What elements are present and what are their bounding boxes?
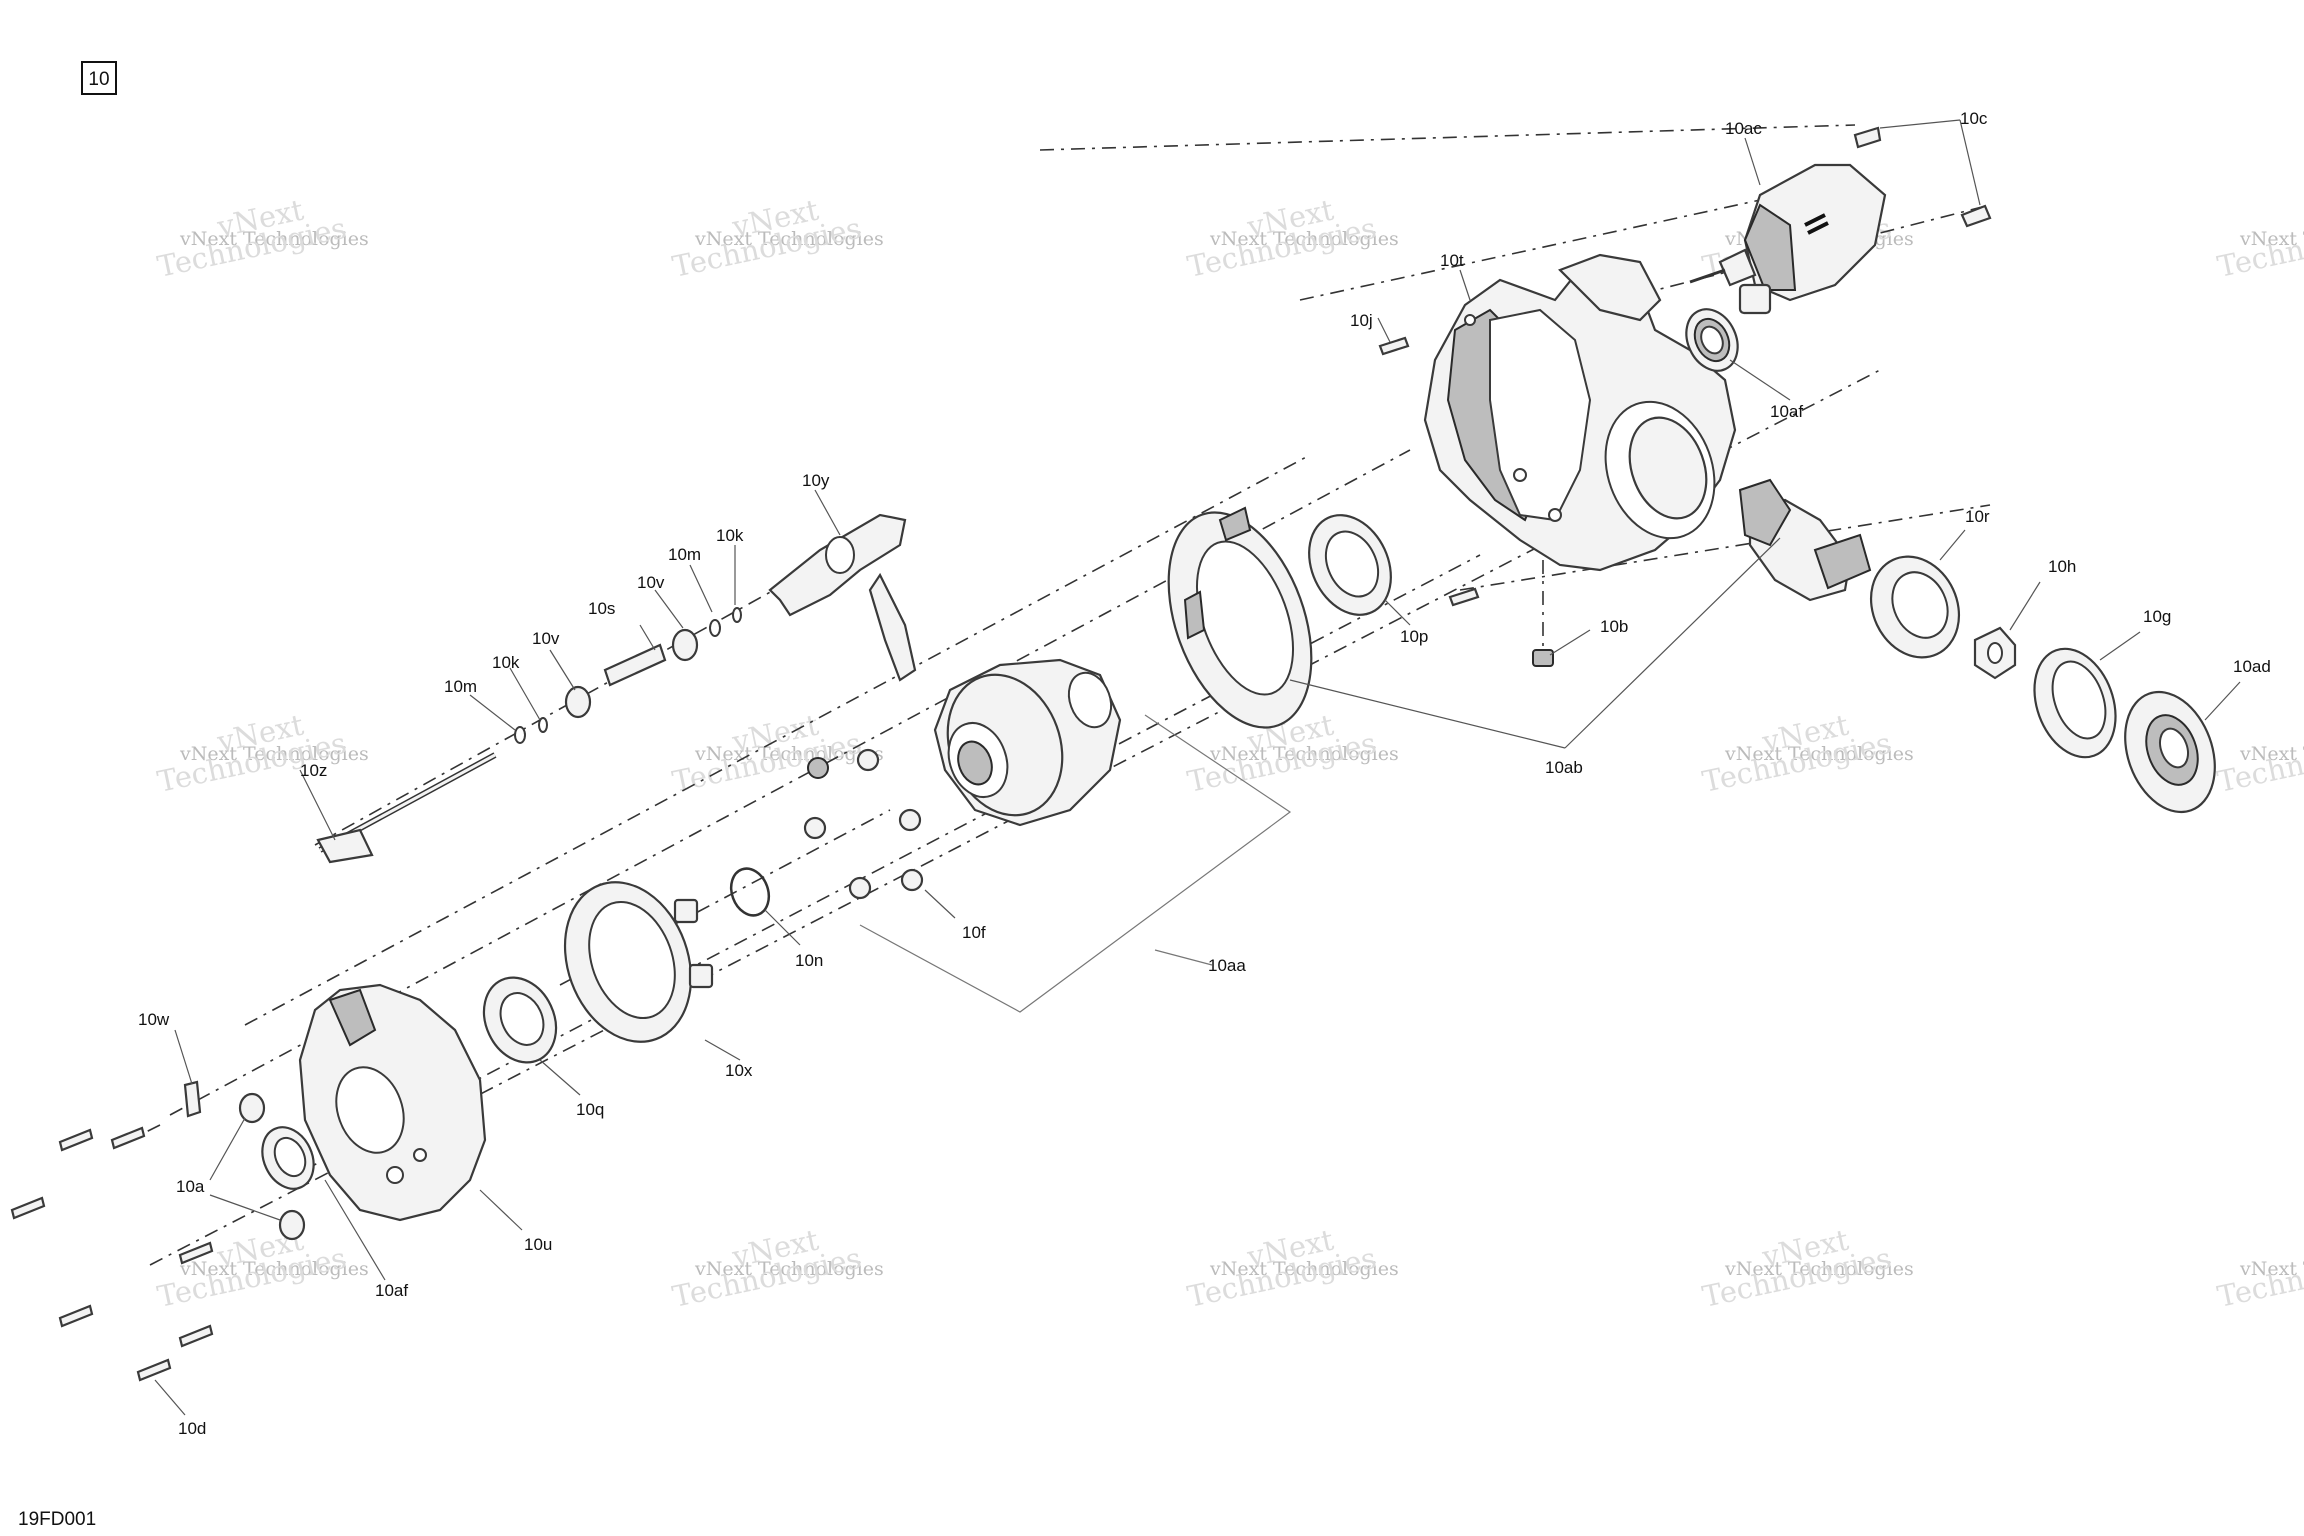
label-10m-upper: 10m [668, 545, 701, 564]
watermark-text: vNext Technologies [179, 228, 369, 250]
part-10af-seal-lower [261, 1126, 315, 1190]
watermark-text: Technologies [2214, 211, 2304, 284]
part-10k-10m-10v-10s-detent-stack [514, 607, 742, 744]
label-10d: 10d [178, 1419, 206, 1438]
figure-reference-box: 10 [81, 61, 117, 95]
watermark-text: vNext Technologies [2239, 1258, 2304, 1280]
part-10h-nut [1973, 626, 2017, 680]
part-10z-shift-shaft [316, 752, 497, 864]
label-10q: 10q [576, 1100, 604, 1119]
label-10v-upper: 10v [637, 573, 665, 592]
watermark-text: vNext Technologies [1209, 228, 1399, 250]
group-bracket-10aa [859, 714, 1292, 1013]
label-10h: 10h [2048, 557, 2076, 576]
part-10af-seal-upper [1685, 308, 1739, 372]
watermark-text: vNext Technologies [1724, 1258, 1914, 1280]
label-10b: 10b [1600, 617, 1628, 636]
part-10r-pinion-gear [1738, 478, 1961, 659]
label-10z: 10z [300, 761, 327, 780]
part-10ac-actuator [1689, 163, 1887, 315]
watermark-text: vNext Technologies [1209, 1258, 1399, 1280]
label-10y: 10y [802, 471, 830, 490]
label-10af-upper: 10af [1770, 402, 1803, 421]
part-10a-bushings [238, 1092, 306, 1241]
watermark-text: vNext Technologies [1724, 743, 1914, 765]
label-10a: 10a [176, 1177, 205, 1196]
watermark-text: vNext Technologies [2239, 743, 2304, 765]
part-10f-bolts [803, 748, 924, 900]
watermark-text: vNext Technologies [694, 228, 884, 250]
label-10ad: 10ad [2233, 657, 2271, 676]
label-10aa: 10aa [1208, 956, 1246, 975]
part-ring-gear [1167, 506, 1313, 729]
part-differential-case [933, 658, 1122, 827]
label-10v-lower: 10v [532, 629, 560, 648]
label-10j: 10j [1350, 311, 1373, 330]
label-10t: 10t [1440, 251, 1464, 270]
watermark-text: vNext Technologies [1209, 743, 1399, 765]
part-10w-fitting [183, 1080, 202, 1118]
part-10q-bearing [482, 976, 558, 1064]
part-10u-cover [298, 983, 487, 1222]
label-10s: 10s [588, 599, 615, 618]
watermark-text: vNext Technologies [179, 1258, 369, 1280]
label-10f: 10f [962, 923, 986, 942]
part-labels: 10c 10ac 10t 10j 10af 10r 10h 10g 10ad 1… [138, 109, 2271, 1438]
watermark-text: vNext Technologies [694, 1258, 884, 1280]
label-10af-lower: 10af [375, 1281, 408, 1300]
watermark-text: vNext Technologies [2239, 228, 2304, 250]
part-10d-bolts [10, 1126, 214, 1382]
part-10p-bearing [1308, 514, 1392, 616]
leader-lines [154, 119, 2241, 1416]
part-10g-sleeve [2033, 647, 2117, 759]
label-10c: 10c [1960, 109, 1988, 128]
label-10ac: 10ac [1725, 119, 1762, 138]
part-10j-dowel-pins [1378, 336, 1480, 607]
label-10n: 10n [795, 951, 823, 970]
drawing-code: 19FD001 [18, 1509, 96, 1530]
figure-reference-number: 10 [88, 69, 109, 90]
part-10t-main-housing [1423, 253, 1737, 572]
part-10b-plug [1532, 649, 1554, 667]
label-10w: 10w [138, 1010, 170, 1029]
part-10x-shift-sleeve [563, 881, 714, 1043]
label-10k-upper: 10k [716, 526, 744, 545]
watermark-text: Technologies [2214, 726, 2304, 799]
label-10p: 10p [1400, 627, 1428, 646]
label-10g: 10g [2143, 607, 2171, 626]
label-10m-lower: 10m [444, 677, 477, 696]
label-10x: 10x [725, 1061, 753, 1080]
label-10k-lower: 10k [492, 653, 520, 672]
part-10y-shift-fork [768, 513, 917, 682]
part-10ad-seal-cap [2124, 690, 2216, 814]
watermark-text: Technologies [2214, 1241, 2304, 1314]
label-10ab: 10ab [1545, 758, 1583, 777]
label-10u: 10u [524, 1235, 552, 1254]
part-10n-o-ring [729, 867, 771, 917]
label-10r: 10r [1965, 507, 1990, 526]
part-10c-screws [1853, 126, 1992, 228]
watermark-text: vNext Technologies [179, 743, 369, 765]
